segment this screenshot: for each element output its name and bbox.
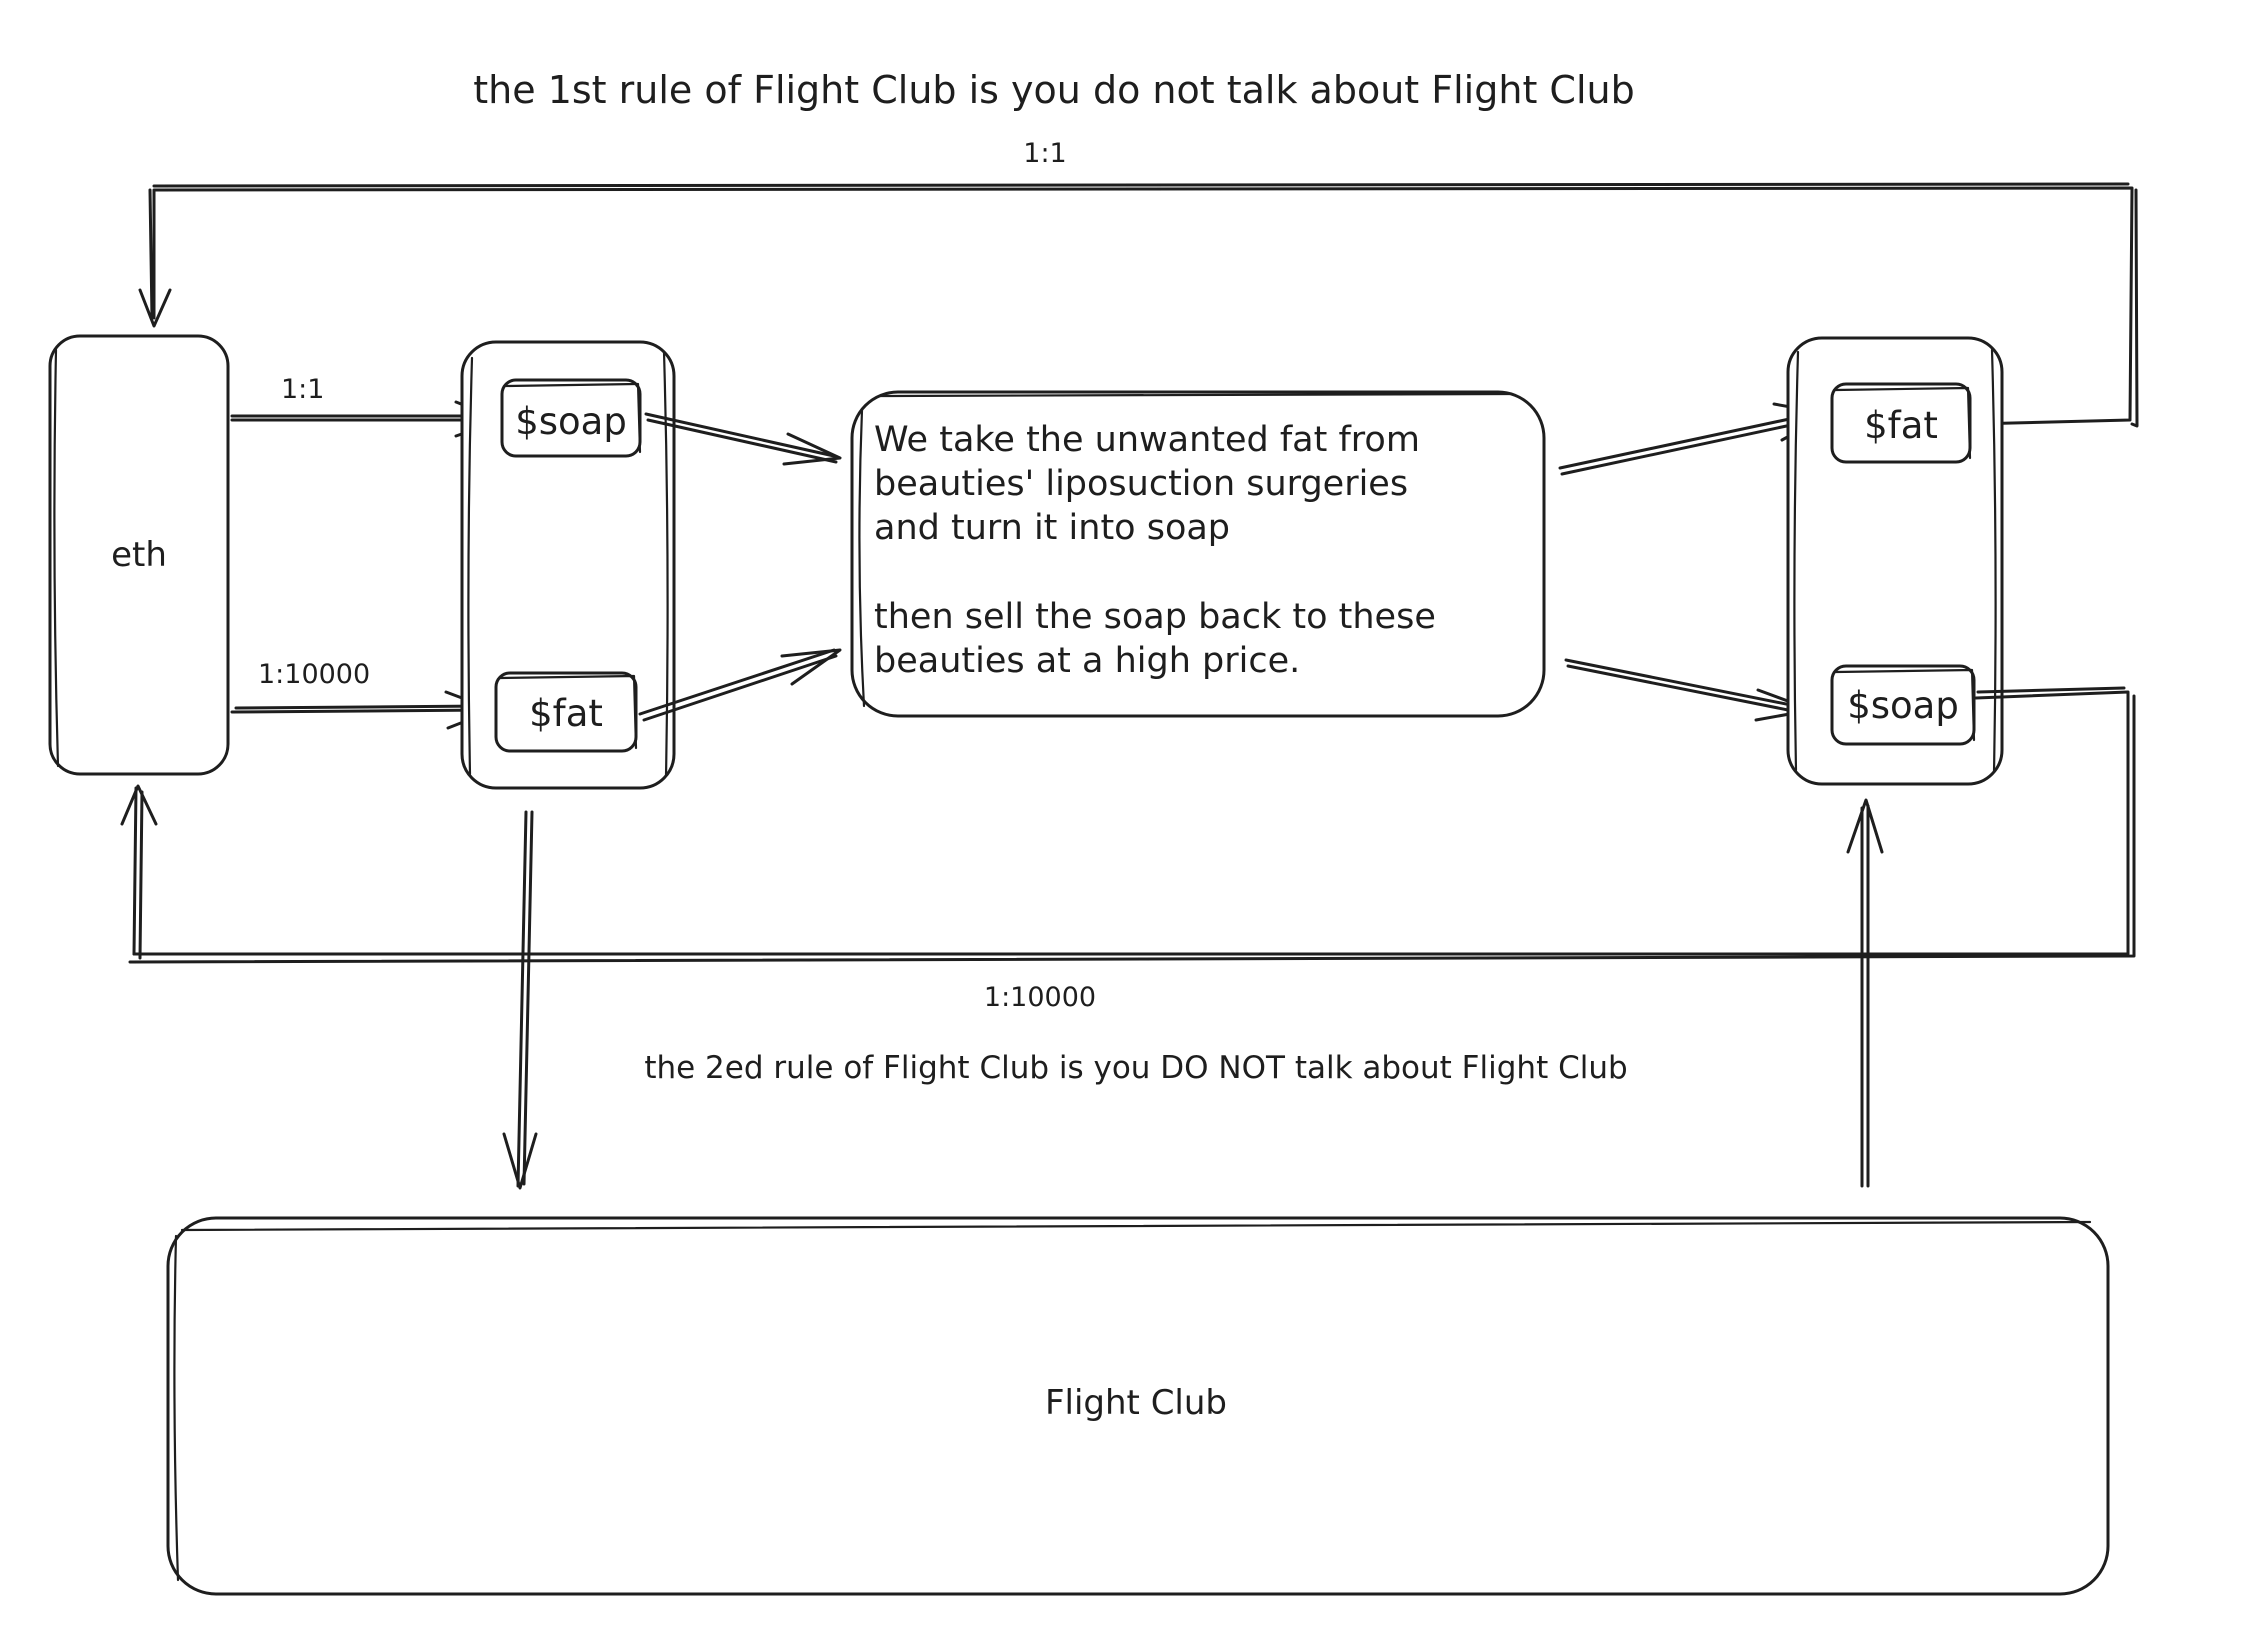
flight-club-to-container-arrow — [1846, 798, 1884, 1188]
bottom-loop-edge — [120, 686, 2136, 964]
soap-to-description-arrow — [644, 412, 842, 466]
description-line-3: and turn it into soap — [874, 508, 1230, 548]
description-line-5: beauties at a high price. — [874, 641, 1300, 681]
left-fat-label: $fat — [529, 692, 603, 735]
bottom-loop-label: 1:10000 — [984, 982, 1096, 1013]
rule-2-text: the 2ed rule of Flight Club is you DO NO… — [644, 1050, 1627, 1086]
top-loop-label: 1:1 — [1023, 138, 1066, 169]
eth-node: eth — [48, 334, 230, 776]
right-fat-label: $fat — [1864, 404, 1938, 447]
description-box: We take the unwanted fat from beauties' … — [850, 390, 1546, 718]
fat-to-description-arrow — [638, 648, 842, 722]
description-line-4: then sell the soap back to these — [874, 597, 1436, 637]
right-soap-label: $soap — [1847, 684, 1959, 727]
left-soap-token: $soap — [500, 378, 642, 458]
description-to-soap-arrow — [1564, 658, 1814, 722]
flight-club-label: Flight Club — [1045, 1383, 1227, 1423]
right-fat-token: $fat — [1830, 382, 1972, 464]
container-to-flight-club-arrow — [502, 810, 538, 1190]
top-loop-edge — [138, 182, 2139, 428]
right-soap-token: $soap — [1830, 664, 1976, 746]
flight-club-node: Flight Club — [166, 1216, 2110, 1596]
eth-to-soap-label: 1:1 — [281, 374, 324, 405]
eth-to-fat-arrow — [230, 690, 496, 730]
left-fat-token: $fat — [494, 671, 638, 753]
eth-to-fat-label: 1:10000 — [258, 659, 370, 690]
eth-label: eth — [111, 535, 167, 575]
left-soap-label: $soap — [515, 400, 627, 443]
rule-1-text: the 1st rule of Flight Club is you do no… — [473, 68, 1634, 112]
description-line-1: We take the unwanted fat from — [874, 420, 1420, 460]
description-line-2: beauties' liposuction surgeries — [874, 464, 1408, 504]
